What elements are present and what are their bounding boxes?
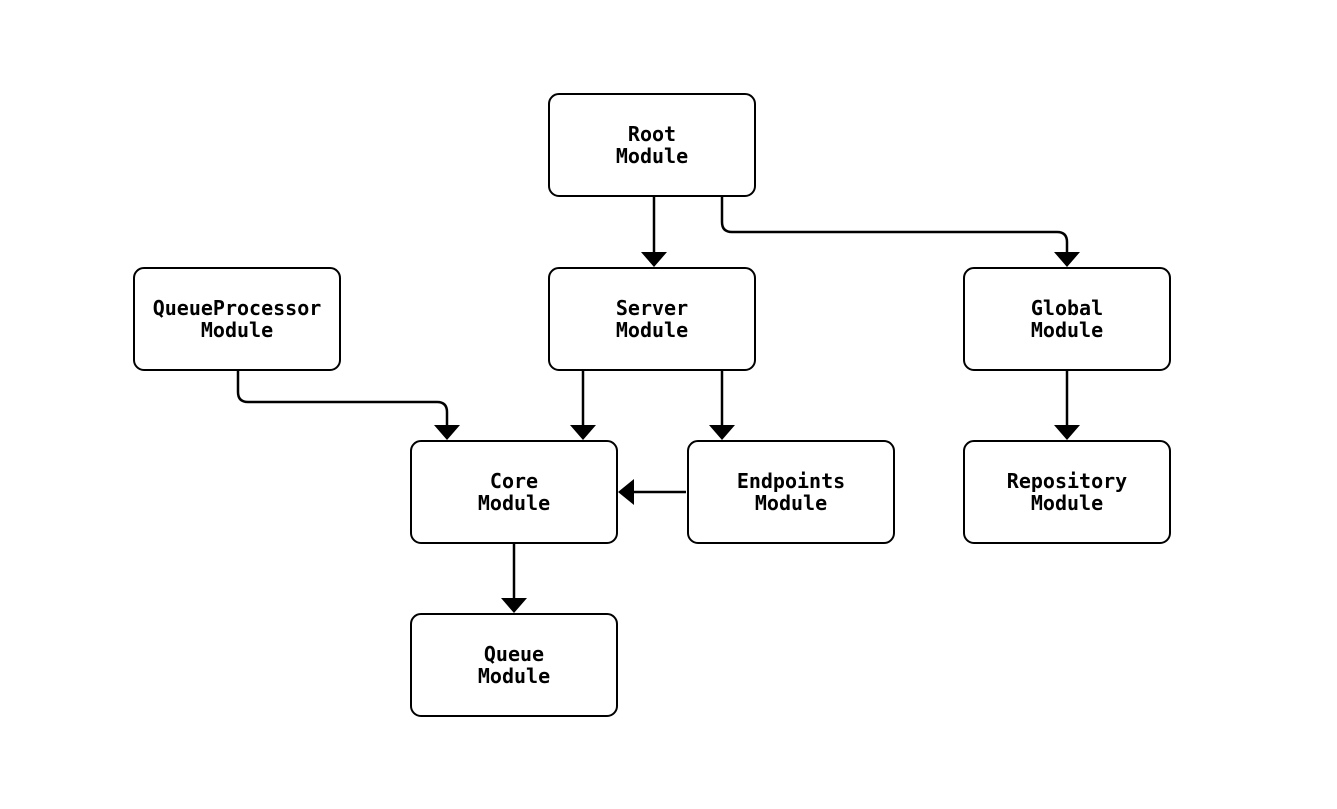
node-global-module: Global Module bbox=[963, 267, 1171, 371]
edge-root-to-global bbox=[720, 197, 1069, 252]
node-root-module: Root Module bbox=[548, 93, 756, 197]
arrowhead-server-to-endpoints bbox=[709, 425, 735, 440]
node-label: Core Module bbox=[477, 468, 551, 515]
node-server-module: Server Module bbox=[548, 267, 756, 371]
arrowhead-server-to-core bbox=[570, 425, 596, 440]
arrowhead-endpoints-to-core bbox=[618, 479, 634, 505]
arrowhead-root-to-global bbox=[1054, 252, 1080, 267]
node-label: Global Module bbox=[1030, 295, 1104, 342]
node-label: Endpoints Module bbox=[736, 468, 846, 515]
node-repository-module: Repository Module bbox=[963, 440, 1171, 544]
node-queueprocessor-module: QueueProcessor Module bbox=[133, 267, 341, 371]
node-label: Server Module bbox=[615, 295, 689, 342]
node-endpoints-module: Endpoints Module bbox=[687, 440, 895, 544]
node-label: Repository Module bbox=[1006, 468, 1128, 515]
arrowhead-root-to-server bbox=[641, 252, 667, 267]
node-label: QueueProcessor Module bbox=[152, 295, 322, 342]
node-queue-module: Queue Module bbox=[410, 613, 618, 717]
arrowhead-core-to-queue bbox=[501, 598, 527, 613]
edge-queueprocessor-to-core bbox=[236, 371, 449, 425]
node-label: Queue Module bbox=[477, 641, 551, 688]
node-core-module: Core Module bbox=[410, 440, 618, 544]
arrowhead-global-to-repository bbox=[1054, 425, 1080, 440]
arrowhead-queueprocessor-to-core bbox=[434, 425, 460, 440]
node-label: Root Module bbox=[615, 121, 689, 168]
